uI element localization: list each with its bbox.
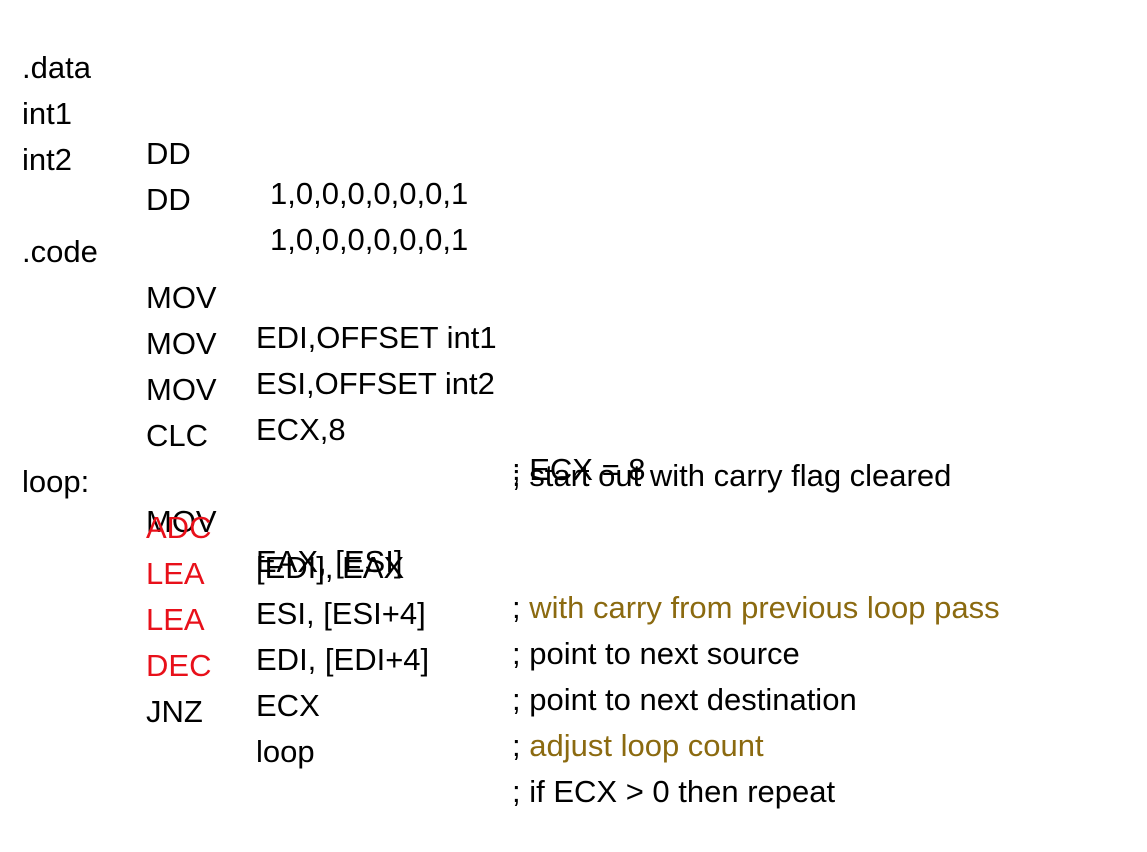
data-var-line: int2 DD 1,0,0,0,0,0,0,1	[22, 100, 1142, 257]
operands: loop	[256, 734, 315, 769]
data-directive: .data	[22, 50, 91, 85]
comment-prefix: ;	[512, 590, 530, 625]
opcode: MOV	[146, 372, 217, 407]
opcode-highlighted: LEA	[146, 556, 205, 591]
comment-prefix: ;	[512, 728, 530, 763]
operands: [EDI], EAX	[256, 550, 405, 585]
data-var-line: int1 DD 1,0,0,0,0,0,0,1	[22, 54, 1142, 211]
code-directive: .code	[22, 234, 98, 269]
operands: ECX,8	[256, 412, 346, 447]
comment: ; ECX = 8	[512, 452, 646, 487]
code-line: JNZ loop ; if ECX > 0 then repeat	[22, 652, 1142, 809]
opcode: MOV	[146, 280, 217, 315]
opcode: MOV	[146, 326, 217, 361]
comment: ; adjust loop count	[512, 726, 764, 766]
opcode: JNZ	[146, 694, 203, 729]
var-type: DD	[146, 136, 191, 171]
code-line: DEC ECX ; adjust loop count	[22, 606, 1142, 763]
assembly-listing: .data int1 DD 1,0,0,0,0,0,0,1 int2 DD 1,…	[22, 8, 1142, 809]
operands: EAX, [ESI]	[256, 544, 403, 579]
code-line: loop: MOV EAX, [ESI]	[22, 422, 1142, 579]
code-line: CLC ; start out with carry flag cleared	[22, 376, 1142, 493]
code-line: MOV EDI,OFFSET int1	[22, 238, 1142, 355]
var-name: int2	[22, 142, 72, 177]
comment-text-highlighted: with carry from previous loop pass	[529, 590, 1000, 625]
code-directive-line: .code	[22, 192, 1142, 269]
blank-line	[22, 146, 1142, 192]
operands: ESI, [ESI+4]	[256, 596, 426, 631]
var-value: 1,0,0,0,0,0,0,1	[270, 222, 469, 257]
opcode-highlighted: ADC	[146, 510, 212, 545]
operands: EDI, [EDI+4]	[256, 642, 430, 677]
comment: ; point to next destination	[512, 682, 857, 717]
comment: ; start out with carry flag cleared	[512, 458, 952, 493]
opcode-highlighted: LEA	[146, 602, 205, 637]
data-directive-line: .data	[22, 8, 1142, 85]
opcode: MOV	[146, 504, 217, 539]
comment-text-highlighted: adjust loop count	[529, 728, 764, 763]
var-name: int1	[22, 96, 72, 131]
opcode: CLC	[146, 418, 209, 453]
code-line: LEA ESI, [ESI+4] ; point to next source	[22, 514, 1142, 671]
comment: ; if ECX > 0 then repeat	[512, 774, 836, 809]
var-value: 1,0,0,0,0,0,0,1	[270, 176, 469, 211]
code-line: MOV ECX,8 ; ECX = 8	[22, 330, 1142, 487]
code-line: MOV ESI,OFFSET int2	[22, 284, 1142, 401]
comment: ; with carry from previous loop pass	[512, 588, 1000, 628]
var-type: DD	[146, 182, 191, 217]
code-line: LEA EDI, [EDI+4] ; point to next destina…	[22, 560, 1142, 717]
opcode-highlighted: DEC	[146, 648, 212, 683]
code-line: ADC [EDI], EAX ; with carry from previou…	[22, 468, 1142, 625]
operands: ESI,OFFSET int2	[256, 366, 495, 401]
operands: EDI,OFFSET int1	[256, 320, 497, 355]
comment: ; point to next source	[512, 636, 800, 671]
loop-label: loop:	[22, 464, 90, 499]
